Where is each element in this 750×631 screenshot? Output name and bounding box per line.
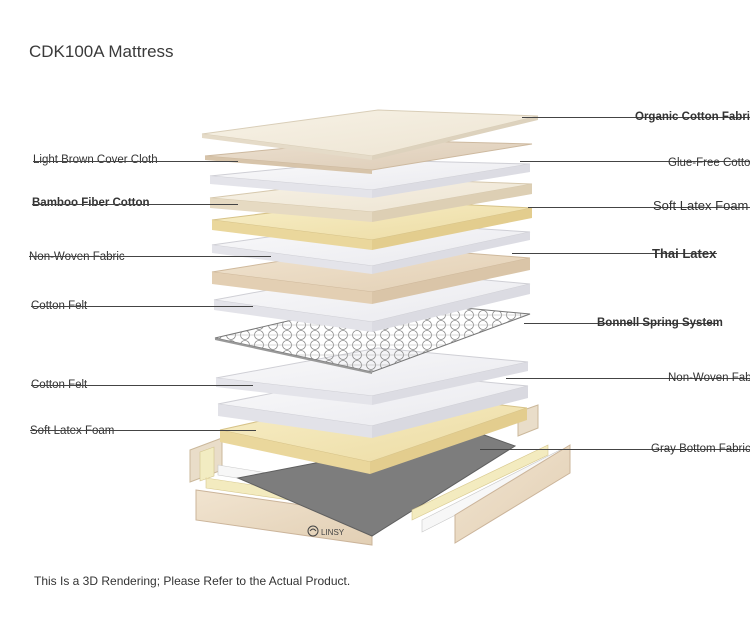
leader-line [520, 161, 750, 162]
label-organic-cotton-fabric: Organic Cotton Fabric [635, 111, 750, 123]
layer-glue-free-cotton [209, 159, 531, 198]
label-soft-latex-foam-left: Soft Latex Foam [30, 425, 115, 437]
label-non-woven-fabric-right: Non-Woven Fabric [668, 372, 750, 384]
bottom-frame: LINSY [189, 404, 571, 546]
label-thai-latex: Thai Latex [652, 246, 717, 261]
label-gray-bottom-fabric: Gray Bottom Fabric [651, 443, 750, 455]
leader-line [522, 117, 750, 118]
leader-line [524, 323, 718, 324]
leader-line [32, 204, 238, 205]
brand-logo: LINSY [307, 525, 345, 537]
leader-line [30, 430, 256, 431]
label-soft-latex-foam-right: Soft Latex Foam [653, 198, 749, 213]
leader-line [512, 253, 717, 254]
label-glue-free-cotton: Glue-Free Cotton [668, 157, 750, 169]
leader-line [33, 161, 238, 162]
leader-line [31, 385, 253, 386]
label-bamboo-fiber-cotton: Bamboo Fiber Cotton [32, 197, 150, 209]
leader-line [506, 378, 750, 379]
label-non-woven-fabric: Non-Woven Fabric [29, 251, 125, 263]
leader-line [480, 449, 750, 450]
leader-line [31, 306, 253, 307]
leader-line [528, 207, 750, 208]
layer-organic-cotton-fabric [201, 109, 539, 160]
page-title: CDK100A Mattress [29, 42, 174, 61]
leader-line [29, 256, 271, 257]
label-light-brown-cover-cloth: Light Brown Cover Cloth [33, 154, 158, 166]
svg-text:LINSY: LINSY [321, 528, 345, 537]
label-bonnell-spring-system: Bonnell Spring System [597, 317, 723, 329]
footnote-disclaimer: This Is a 3D Rendering; Please Refer to … [34, 574, 351, 588]
